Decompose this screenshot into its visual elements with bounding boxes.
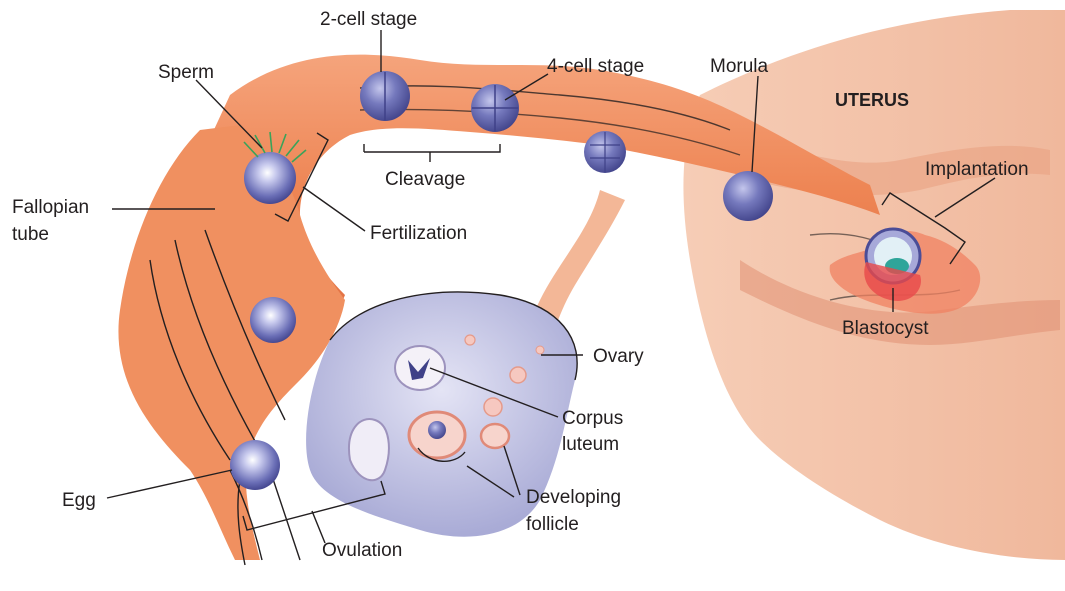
label-luteum: luteum [562, 434, 619, 455]
label-ovulation: Ovulation [322, 540, 402, 561]
label-corpus: Corpus [562, 408, 623, 429]
label-uterus: UTERUS [835, 90, 909, 110]
ovulated-egg [230, 440, 280, 490]
corpus-luteum [395, 346, 445, 390]
label-fertilization: Fertilization [370, 223, 467, 244]
label-follicle: follicle [526, 514, 579, 535]
label-ovary: Ovary [593, 346, 644, 367]
label-egg: Egg [62, 490, 96, 511]
label-sperm: Sperm [158, 62, 214, 83]
tube-egg [250, 297, 296, 343]
morula-cell [723, 171, 773, 221]
label-tube: tube [12, 224, 49, 245]
label-blastocyst: Blastocyst [842, 318, 929, 339]
label-four-cell-stage: 4-cell stage [547, 56, 644, 77]
label-implantation: Implantation [925, 159, 1029, 180]
label-cleavage: Cleavage [385, 169, 465, 190]
label-morula: Morula [710, 56, 769, 77]
label-fallopian: Fallopian [12, 197, 89, 218]
label-two-cell-stage: 2-cell stage [320, 9, 417, 30]
label-developing: Developing [526, 487, 621, 508]
